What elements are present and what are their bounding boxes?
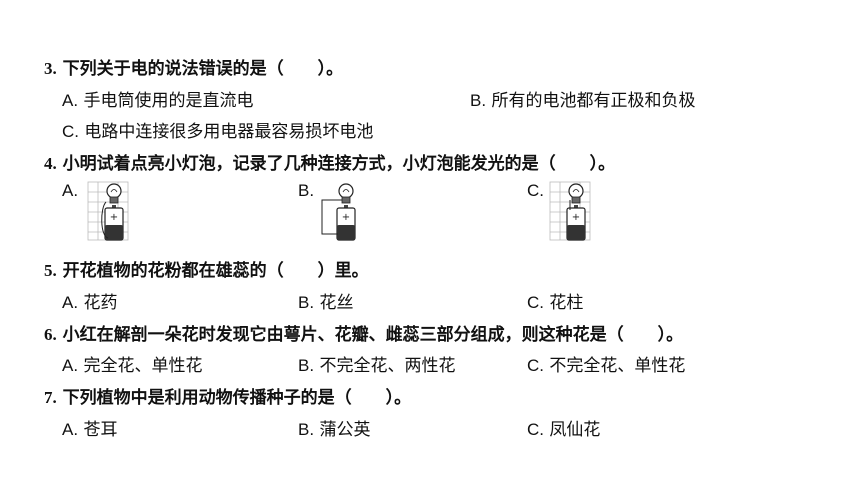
option-letter: A.	[62, 356, 79, 375]
question-number: 7.	[44, 388, 57, 407]
option-text: 凤仙花	[549, 420, 601, 440]
option-text: 花药	[83, 293, 118, 313]
option-text: 花丝	[319, 293, 354, 313]
option-letter: B.	[298, 181, 315, 200]
option-6a: A. 完全花、单性花	[62, 351, 202, 376]
option-letter: C.	[62, 122, 79, 141]
question-text: 下列植物中是利用动物传播种子的是（ ）。	[62, 388, 412, 408]
option-7b: B. 蒲公英	[298, 415, 370, 440]
circuit-diagram-a: +	[87, 181, 129, 241]
option-4a-label: A.	[62, 181, 78, 201]
question-text: 下列关于电的说法错误的是（ ）。	[62, 59, 344, 79]
option-letter: C.	[527, 181, 544, 200]
battery-icon: +	[104, 205, 124, 241]
bulb-icon	[106, 183, 122, 204]
option-text: 花柱	[549, 293, 584, 313]
option-5c: C. 花柱	[527, 288, 583, 313]
option-text: 不完全花、两性花	[319, 356, 456, 376]
option-letter: B.	[298, 356, 315, 375]
wire-icon	[321, 199, 342, 235]
option-text: 电路中连接很多用电器最容易损坏电池	[84, 122, 374, 142]
question-text: 小红在解剖一朵花时发现它由萼片、花瓣、雌蕊三部分组成，则这种花是（ ）。	[62, 325, 684, 345]
option-letter: A.	[62, 293, 79, 312]
bulb-icon	[568, 183, 584, 204]
bulb-icon	[338, 183, 354, 204]
question-number: 5.	[44, 261, 57, 280]
option-text: 不完全花、单性花	[549, 356, 686, 376]
option-3c: C. 电路中连接很多用电器最容易损坏电池	[62, 117, 373, 142]
question-text: 小明试着点亮小灯泡，记录了几种连接方式，小灯泡能发光的是（ ）。	[62, 154, 616, 174]
option-text: 所有的电池都有正极和负极	[491, 91, 696, 111]
circuit-diagram-c: +	[549, 181, 591, 241]
question-7: 7. 下列植物中是利用动物传播种子的是（ ）。	[44, 383, 411, 408]
option-5b: B. 花丝	[298, 288, 353, 313]
option-5a: A. 花药	[62, 288, 117, 313]
option-letter: C.	[527, 420, 544, 439]
battery-plus: +	[342, 212, 350, 223]
battery-plus: +	[572, 212, 580, 223]
option-letter: A.	[62, 181, 79, 200]
option-text: 蒲公英	[319, 420, 371, 440]
battery-icon: +	[566, 205, 586, 241]
option-text: 完全花、单性花	[83, 356, 203, 376]
option-letter: C.	[527, 356, 544, 375]
option-6c: C. 不完全花、单性花	[527, 351, 685, 376]
question-3: 3. 下列关于电的说法错误的是（ ）。	[44, 54, 343, 79]
option-4c-label: C.	[527, 181, 544, 201]
option-letter: B.	[470, 91, 487, 110]
option-3b: B. 所有的电池都有正极和负极	[470, 86, 695, 111]
wire-icon	[101, 201, 109, 239]
question-6: 6. 小红在解剖一朵花时发现它由萼片、花瓣、雌蕊三部分组成，则这种花是（ ）。	[44, 320, 683, 345]
option-3a: A. 手电筒使用的是直流电	[62, 86, 253, 111]
question-4: 4. 小明试着点亮小灯泡，记录了几种连接方式，小灯泡能发光的是（ ）。	[44, 149, 615, 174]
question-number: 3.	[44, 59, 57, 78]
option-7a: A. 苍耳	[62, 415, 117, 440]
question-text: 开花植物的花粉都在雄蕊的（ ）里。	[62, 261, 369, 281]
battery-icon: +	[336, 205, 356, 241]
option-letter: B.	[298, 420, 315, 439]
option-text: 手电筒使用的是直流电	[83, 91, 254, 111]
option-text: 苍耳	[83, 420, 118, 440]
circuit-diagram-b: +	[321, 183, 356, 241]
option-letter: B.	[298, 293, 315, 312]
option-6b: B. 不完全花、两性花	[298, 351, 455, 376]
battery-plus: +	[110, 212, 118, 223]
question-5: 5. 开花植物的花粉都在雄蕊的（ ）里。	[44, 256, 369, 281]
option-letter: C.	[527, 293, 544, 312]
option-letter: A.	[62, 91, 79, 110]
question-number: 6.	[44, 325, 57, 344]
question-number: 4.	[44, 154, 57, 173]
option-7c: C. 凤仙花	[527, 415, 600, 440]
option-4b-label: B.	[298, 181, 314, 201]
option-letter: A.	[62, 420, 79, 439]
